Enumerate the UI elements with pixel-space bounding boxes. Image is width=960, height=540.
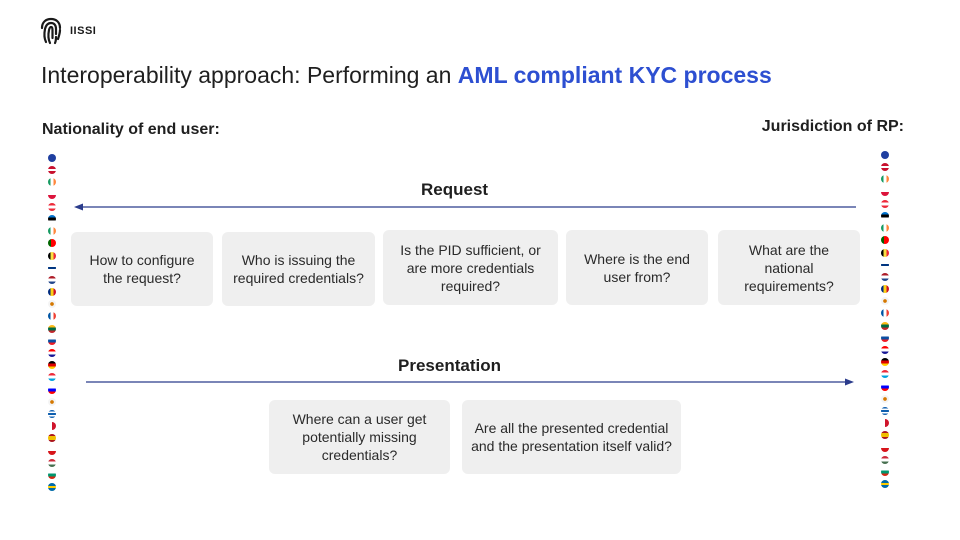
title-highlight: AML compliant KYC process: [457, 62, 772, 88]
request-card-configure: How to configure the request?: [71, 232, 213, 306]
logo-text: IISSI: [70, 25, 97, 37]
flag-pt-icon: [48, 239, 56, 248]
request-label: Request: [421, 180, 489, 199]
flag-ro-icon: [881, 285, 889, 294]
flag-ie-icon: [48, 178, 56, 187]
flag-lu-icon: [48, 373, 56, 382]
flag-ie-icon: [881, 175, 889, 184]
flag-fr-icon: [48, 312, 56, 321]
page-title: Interoperability approach: Performing an…: [41, 62, 772, 89]
presentation-arrow: [86, 378, 854, 386]
flag-ee-icon: [48, 214, 56, 223]
flag-lu-icon: [881, 370, 889, 379]
flag-nl-icon: [881, 272, 889, 281]
flag-be-icon: [48, 251, 56, 260]
jurisdiction-flag-column: [881, 151, 889, 489]
nationality-flag-column: [48, 154, 56, 492]
request-card-national: What are the national requirements?: [718, 230, 860, 305]
flag-sk-icon: [881, 333, 889, 342]
flag-cz-icon: [48, 446, 56, 455]
flag-se-icon: [48, 483, 56, 492]
flag-fi-icon: [48, 263, 56, 272]
flag-cy-icon: [881, 394, 889, 403]
flag-gr-icon: [48, 409, 56, 418]
title-prefix: Interoperability approach: Performing an: [41, 62, 458, 88]
flag-mt-icon: [48, 422, 56, 431]
flag-mt-icon: [881, 419, 889, 428]
flag-bg-icon: [48, 470, 56, 479]
flag-hu-icon: [48, 458, 56, 467]
flag-pl-icon: [881, 187, 889, 196]
flag-cz-icon: [881, 443, 889, 452]
flag-eu-icon: [48, 154, 56, 162]
flag-dk-icon: [48, 166, 56, 175]
flag-cy-icon: [48, 300, 56, 309]
flag-lt-icon: [881, 321, 889, 330]
flag-fi-icon: [881, 260, 889, 269]
flag-cy-icon: [881, 297, 889, 306]
flag-at-icon: [48, 202, 56, 211]
request-card-issuer: Who is issuing the required credentials?: [222, 232, 375, 306]
request-card-pid: Is the PID sufficient, or are more crede…: [383, 230, 558, 305]
flag-fr-icon: [881, 309, 889, 318]
request-card-origin: Where is the end user from?: [566, 230, 708, 305]
flag-hr-icon: [48, 349, 56, 357]
flag-de-icon: [881, 358, 889, 367]
flag-es-icon: [881, 431, 889, 440]
flag-lt-icon: [48, 324, 56, 333]
flag-gr-icon: [881, 406, 889, 415]
flag-hr-icon: [881, 346, 889, 354]
flag-be-icon: [881, 248, 889, 257]
flag-sk-icon: [48, 336, 56, 345]
flag-de-icon: [48, 361, 56, 370]
flag-at-icon: [881, 199, 889, 208]
flag-nl-icon: [48, 275, 56, 284]
flag-ro-icon: [48, 288, 56, 297]
flag-si-icon: [48, 385, 56, 394]
flag-ee-icon: [881, 211, 889, 220]
fingerprint-icon: [40, 17, 62, 45]
nationality-heading: Nationality of end user:: [42, 121, 220, 138]
flag-cy-icon: [48, 397, 56, 406]
presentation-card-missing: Where can a user get potentially missing…: [269, 400, 450, 474]
jurisdiction-heading: Jurisdiction of RP:: [761, 118, 904, 135]
flag-dk-icon: [881, 163, 889, 172]
flag-pl-icon: [48, 190, 56, 199]
flag-bg-icon: [881, 467, 889, 476]
flag-pt-icon: [881, 236, 889, 245]
logo: IISSI: [38, 16, 96, 46]
flag-hu-icon: [881, 455, 889, 464]
flag-es-icon: [48, 434, 56, 443]
request-arrow: [74, 203, 856, 211]
flag-ie-icon: [881, 224, 889, 233]
flag-ie-icon: [48, 227, 56, 236]
presentation-label: Presentation: [398, 356, 501, 375]
presentation-card-valid: Are all the presented credential and the…: [462, 400, 681, 474]
flag-si-icon: [881, 382, 889, 391]
flag-eu-icon: [881, 151, 889, 159]
flag-se-icon: [881, 480, 889, 489]
